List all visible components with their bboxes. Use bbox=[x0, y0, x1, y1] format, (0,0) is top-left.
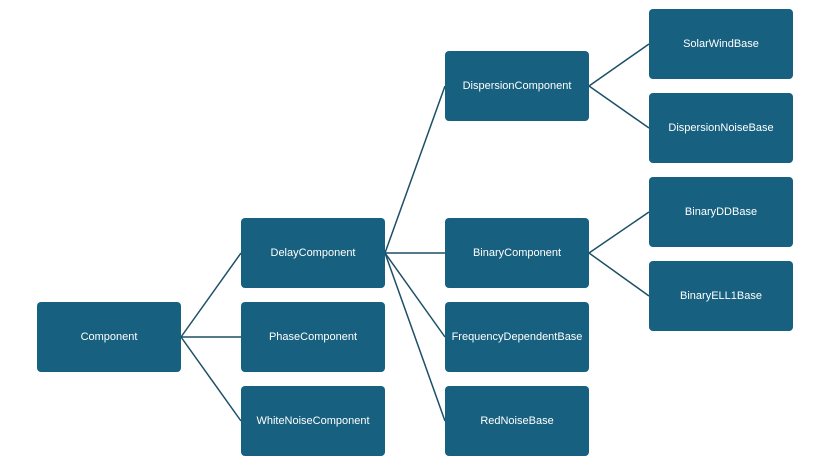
nodes-layer: Component DelayComponentPhaseComponentWhi… bbox=[37, 9, 793, 456]
node-box-component bbox=[37, 302, 181, 372]
node-label-solarwind: SolarWindBase bbox=[683, 38, 759, 50]
node-label-binaryell1: BinaryELL1Base bbox=[680, 290, 762, 302]
node-box-phase bbox=[241, 302, 385, 372]
node-delay: DelayComponent bbox=[241, 218, 385, 288]
edge-component-to-whitenoise bbox=[180, 336, 242, 422]
node-component: Component bbox=[37, 302, 181, 372]
edge-binary-to-binarydd bbox=[588, 211, 650, 254]
node-box-binaryell1 bbox=[649, 261, 793, 331]
node-binarydd: BinaryDDBase bbox=[649, 177, 793, 247]
node-box-solarwind bbox=[649, 9, 793, 79]
edge-delay-to-freqdep bbox=[384, 252, 446, 338]
node-binary: BinaryComponent bbox=[445, 218, 589, 288]
node-label-dispersion: DispersionComponent bbox=[463, 80, 572, 92]
node-box-binary bbox=[445, 218, 589, 288]
node-binaryell1: BinaryELL1Base bbox=[649, 261, 793, 331]
edges-layer bbox=[180, 43, 650, 422]
edge-component-to-delay bbox=[180, 252, 242, 338]
edge-dispersion-to-solarwind bbox=[588, 43, 650, 87]
node-box-delay bbox=[241, 218, 385, 288]
node-phase: PhaseComponent bbox=[241, 302, 385, 372]
node-label-delay: DelayComponent bbox=[271, 247, 356, 259]
node-label-rednoise: RedNoiseBase bbox=[480, 415, 553, 427]
node-label-component: Component bbox=[81, 331, 138, 343]
node-label-whitenoise: WhiteNoiseComponent bbox=[256, 415, 369, 427]
node-label-dispnoise: DispersionNoiseBase bbox=[668, 122, 773, 134]
node-dispnoise: DispersionNoiseBase bbox=[649, 93, 793, 163]
edge-binary-to-binaryell1 bbox=[588, 252, 650, 297]
node-box-binarydd bbox=[649, 177, 793, 247]
node-box-dispnoise bbox=[649, 93, 793, 163]
node-whitenoise: WhiteNoiseComponent bbox=[241, 386, 385, 456]
node-dispersion: DispersionComponent bbox=[445, 51, 589, 121]
node-box-dispersion bbox=[445, 51, 589, 121]
edge-dispersion-to-dispnoise bbox=[588, 85, 650, 129]
edge-delay-to-rednoise bbox=[384, 252, 446, 422]
node-rednoise: RedNoiseBase bbox=[445, 386, 589, 456]
node-label-phase: PhaseComponent bbox=[269, 331, 357, 343]
node-label-binarydd: BinaryDDBase bbox=[685, 206, 757, 218]
node-freqdep: FrequencyDependentBase bbox=[445, 302, 589, 372]
node-box-rednoise bbox=[445, 386, 589, 456]
node-box-freqdep bbox=[445, 302, 589, 372]
node-box-whitenoise bbox=[241, 386, 385, 456]
node-solarwind: SolarWindBase bbox=[649, 9, 793, 79]
edge-delay-to-dispersion bbox=[384, 85, 446, 254]
node-label-freqdep: FrequencyDependentBase bbox=[452, 331, 583, 343]
node-label-binary: BinaryComponent bbox=[473, 247, 561, 259]
